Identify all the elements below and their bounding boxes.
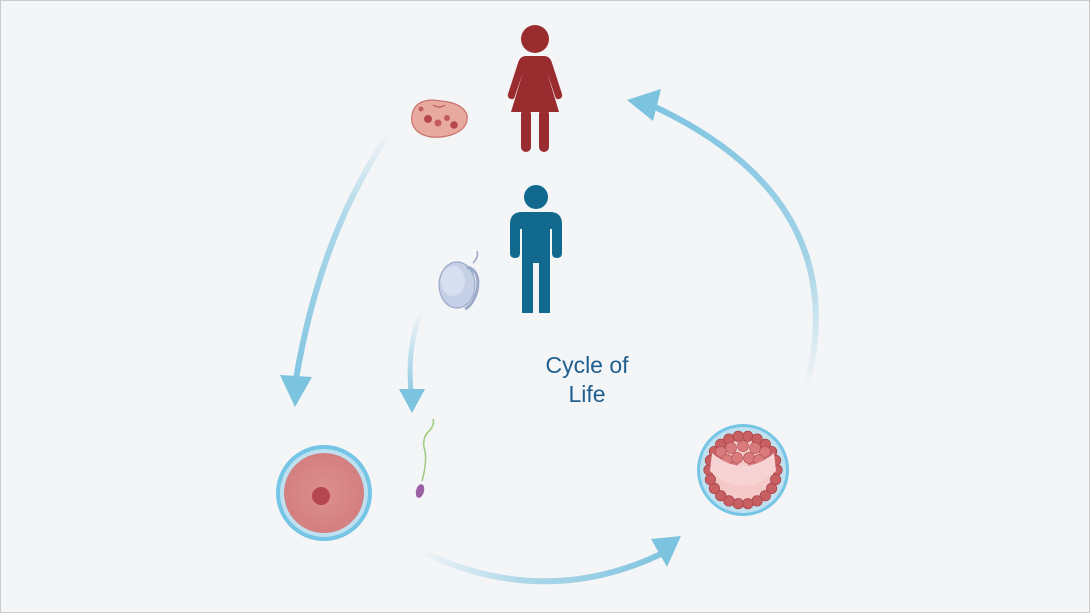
blastocyst-cell (715, 490, 727, 502)
man-icon (510, 185, 562, 313)
blastocyst-cell (742, 430, 754, 442)
blastocyst-cell (732, 430, 744, 442)
testis-icon (438, 250, 480, 311)
caption-line-2: Life (568, 381, 606, 407)
blastocyst-cell (742, 498, 754, 510)
blastocyst-cell (765, 482, 778, 494)
blastocyst-icon (697, 424, 789, 516)
inner-cell-mass-cell (749, 442, 761, 454)
blastocyst-cell (751, 495, 763, 507)
caption-line-1: Cycle of (545, 352, 629, 378)
ovary-icon (411, 99, 468, 138)
arrow-testis-to-sperm (399, 310, 425, 413)
cycle-of-life-caption: Cycle of Life (507, 351, 667, 409)
inner-cell-mass-cell (759, 446, 771, 458)
inner-cell-mass-cell (731, 452, 743, 464)
blastocyst-cell (704, 473, 717, 486)
inner-cell-mass-cell (737, 440, 749, 452)
inner-cell-mass-cell (715, 446, 727, 458)
blastocyst-cell (723, 495, 735, 507)
sperm-cell-icon (415, 418, 435, 498)
woman-icon (507, 25, 563, 152)
arrow-blastocyst-to-adults (627, 89, 819, 392)
egg-cell-icon (276, 445, 372, 541)
blastocyst-cell (732, 498, 744, 510)
blastocyst-cell (759, 490, 771, 502)
inner-cell-mass-cell (725, 442, 737, 454)
arrow-fertilization-to-blastocyst (413, 536, 681, 585)
arrow-ovary-to-egg (280, 128, 394, 407)
inner-cell-mass-cell (743, 452, 755, 464)
